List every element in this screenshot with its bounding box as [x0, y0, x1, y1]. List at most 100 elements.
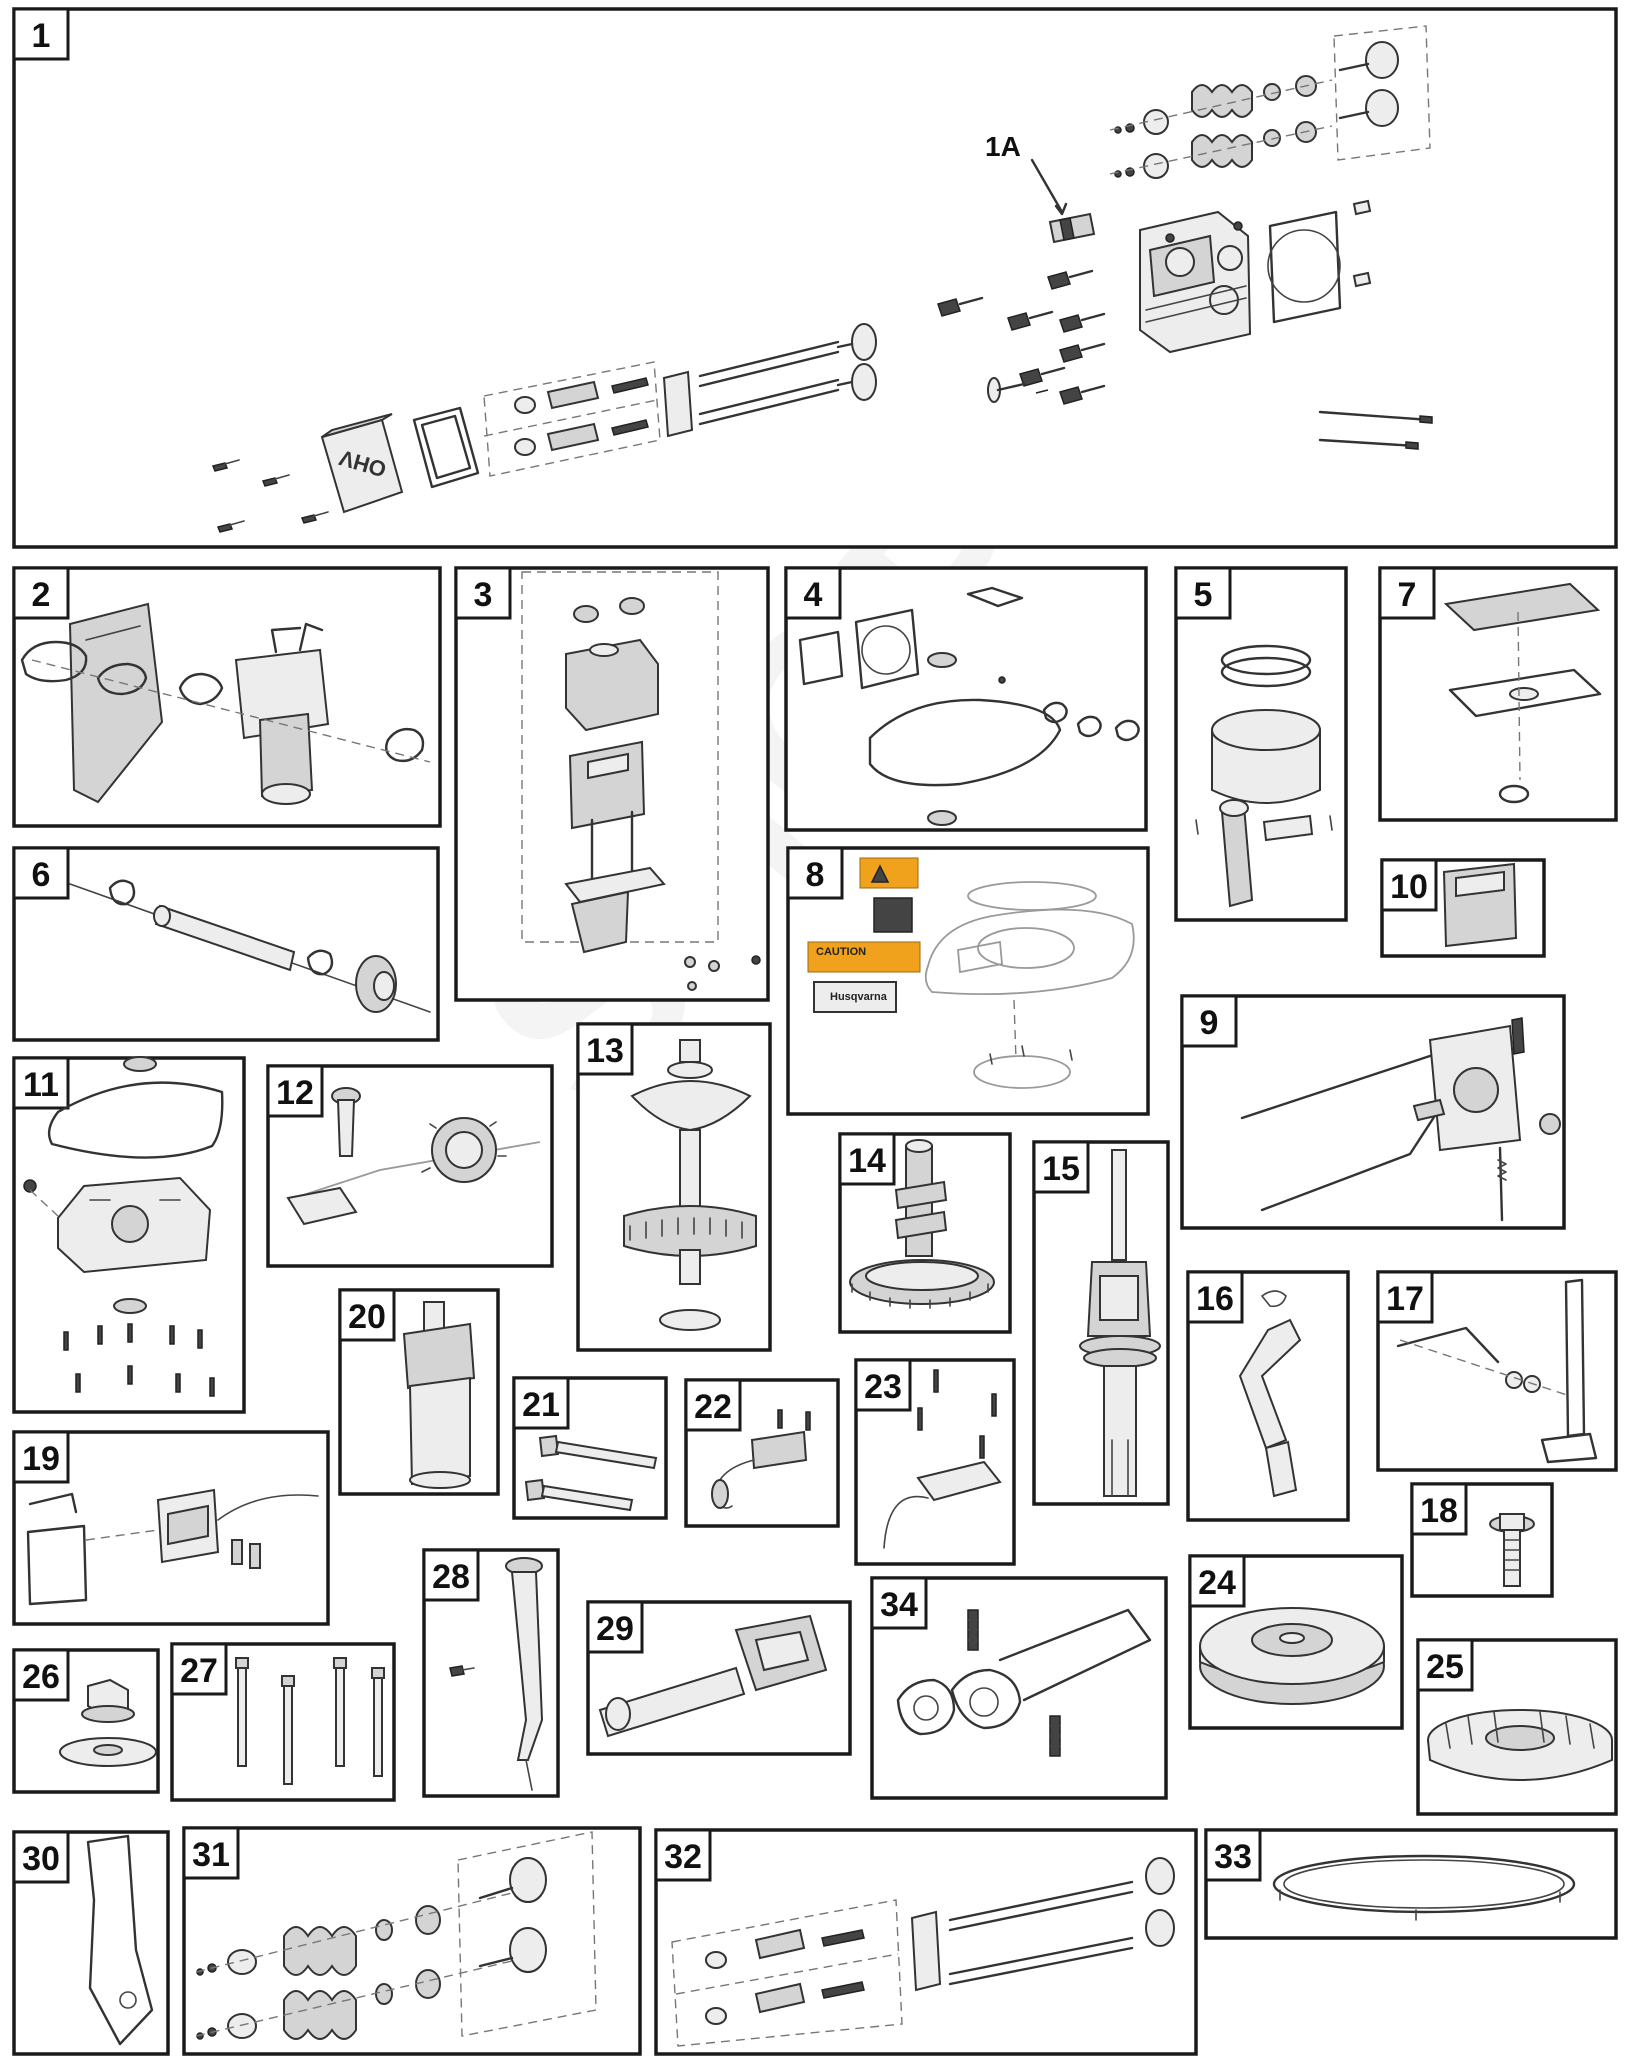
starter-assembly	[598, 1614, 828, 1738]
panel-13-number: 13	[586, 1032, 624, 1070]
panel-3-number: 3	[474, 576, 493, 614]
panel-29[interactable]: 29	[586, 1600, 852, 1756]
camshaft	[849, 1139, 995, 1309]
mounting-studs	[235, 1657, 385, 1785]
panel-15-number: 15	[1042, 1150, 1080, 1188]
caution-decal-text: CAUTION	[816, 946, 866, 958]
panel-7-number: 7	[1398, 576, 1417, 614]
panel-20[interactable]: 20	[338, 1288, 500, 1496]
head-studs	[1318, 410, 1433, 450]
panel-18[interactable]: 18	[1410, 1482, 1554, 1598]
rocker-arms	[514, 377, 649, 456]
panel-21-number: 21	[522, 1386, 560, 1424]
panel-24[interactable]: 24	[1188, 1554, 1404, 1730]
panel-25[interactable]: 25	[1416, 1638, 1618, 1816]
blower-housing	[924, 881, 1135, 1089]
panel-24-number: 24	[1198, 1564, 1236, 1602]
panel-1[interactable]: 1 OHV	[12, 7, 1618, 549]
panel-13[interactable]: 13	[576, 1022, 772, 1352]
breather-assembly	[1443, 582, 1602, 804]
governor-gear-assembly	[286, 1087, 541, 1226]
panel-34[interactable]: 34	[870, 1576, 1168, 1800]
panel-16-number: 16	[1196, 1280, 1234, 1318]
push-rod-guide	[662, 370, 694, 438]
charging-coil-assembly	[883, 1369, 1002, 1549]
panel-11[interactable]: 11	[12, 1056, 246, 1414]
panel-26[interactable]: 26	[12, 1648, 160, 1794]
panel-1-number: 1	[32, 17, 51, 55]
warning-decals: CAUTION Husqvarna	[807, 857, 921, 1013]
panel-18-number: 18	[1420, 1492, 1458, 1530]
oil-sensor-assembly	[711, 1409, 811, 1509]
panel-28-number: 28	[432, 1558, 470, 1596]
crankcase-cover-assembly	[23, 1056, 224, 1397]
push-rods	[698, 323, 877, 426]
panel-34-number: 34	[880, 1586, 918, 1624]
panel-30-number: 30	[22, 1840, 60, 1878]
panel-28[interactable]: 28	[422, 1548, 560, 1798]
panel-8-number: 8	[806, 856, 825, 894]
panel-10-number: 10	[1390, 868, 1428, 906]
piston-assembly	[1195, 644, 1333, 908]
panel-11-number: 11	[23, 1066, 59, 1104]
valve-cover: OHV	[320, 413, 404, 514]
panel-12[interactable]: 12	[266, 1064, 554, 1268]
valve-cover-gasket	[412, 406, 480, 489]
panel-19[interactable]: 19	[12, 1430, 330, 1626]
panel-8[interactable]: 8 CAUTION Husqvarna	[786, 846, 1150, 1116]
panel-16[interactable]: 16	[1186, 1270, 1350, 1522]
governor-shaft-assembly	[623, 1039, 757, 1331]
panel-5-number: 5	[1194, 576, 1213, 614]
panel-23[interactable]: 23	[854, 1358, 1016, 1566]
rocker-kit-outline	[671, 1899, 903, 2047]
flange-bolt	[1489, 1513, 1535, 1587]
gasket-kit	[798, 586, 1140, 826]
air-filter-assembly	[564, 597, 761, 991]
panel-21[interactable]: 21	[512, 1376, 668, 1520]
panel-25-number: 25	[1426, 1648, 1464, 1686]
panel-3[interactable]: 3	[454, 566, 770, 1002]
callout-1a-label: 1A	[985, 131, 1021, 162]
panel-27[interactable]: 27	[170, 1642, 396, 1802]
panel-32-number: 32	[664, 1838, 702, 1876]
panel-31[interactable]: 31	[182, 1826, 642, 2056]
flywheel-nut	[59, 1678, 157, 1767]
valve-train	[1109, 41, 1399, 179]
panel-32[interactable]: 32	[654, 1828, 1198, 2056]
head-gasket	[1268, 210, 1342, 324]
dowel-pins	[1352, 199, 1372, 288]
panel-20-number: 20	[348, 1298, 386, 1336]
panel-7[interactable]: 7	[1378, 566, 1618, 822]
brand-decal-text: Husqvarna	[830, 991, 888, 1003]
panel-2[interactable]: 2	[12, 566, 442, 828]
panel-22[interactable]: 22	[684, 1378, 840, 1528]
fuel-line-assembly	[69, 879, 431, 1013]
panel-14[interactable]: 14	[838, 1132, 1012, 1334]
panel-26-number: 26	[22, 1658, 60, 1696]
panel-15[interactable]: 15	[1032, 1140, 1170, 1506]
flywheel	[1199, 1607, 1385, 1705]
panel-19-number: 19	[22, 1440, 60, 1478]
panel-9[interactable]: 9	[1180, 994, 1566, 1230]
head-gasket-bore	[1267, 229, 1341, 303]
panel-2-number: 2	[32, 576, 51, 614]
panel-30[interactable]: 30	[12, 1830, 170, 2056]
cylinder-head	[1139, 210, 1252, 354]
valve-kit-outline	[457, 1831, 597, 2037]
panel-10[interactable]: 10	[1380, 858, 1546, 958]
panel-6[interactable]: 6	[12, 846, 440, 1042]
panel-5[interactable]: 5	[1174, 566, 1348, 922]
ignition-coil	[402, 1301, 476, 1489]
mounting-bolts	[524, 1434, 658, 1512]
panel-17[interactable]: 17	[1376, 1270, 1618, 1472]
rectifier-assembly	[26, 1488, 319, 1606]
panel-17-number: 17	[1386, 1280, 1424, 1318]
panel-33[interactable]: 33	[1204, 1828, 1618, 1940]
dipstick-tube	[449, 1557, 544, 1791]
panel-4[interactable]: 4	[784, 566, 1148, 832]
panel-22-number: 22	[694, 1388, 732, 1426]
governor-control-assembly	[1240, 1017, 1561, 1222]
exhaust-assembly	[896, 1608, 1152, 1757]
panel-14-number: 14	[848, 1142, 886, 1180]
